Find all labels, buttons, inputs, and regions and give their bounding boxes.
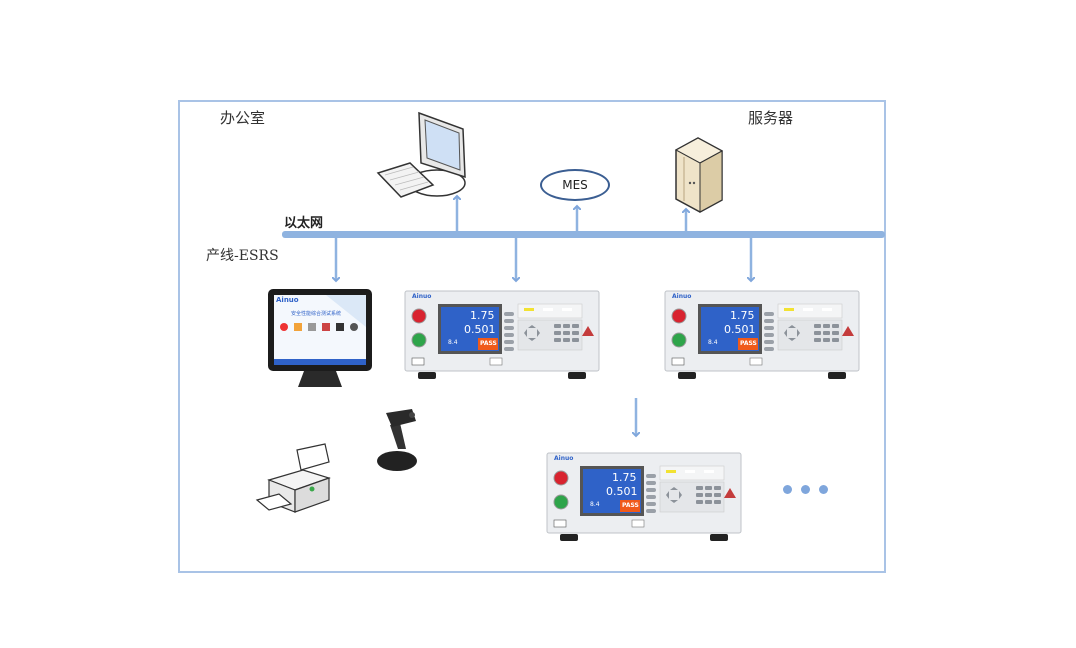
network-frame [178, 100, 886, 573]
terminal-screen-title: 安全性能综合测试系统 [291, 311, 342, 317]
tester-reading-1: 1.75 [470, 309, 495, 322]
mes-node: MES [540, 169, 610, 201]
tester-brand: Ainuo [672, 293, 692, 300]
production-line-label: 产线-ESRS [206, 248, 279, 264]
touch-terminal: Ainuo 安全性能综合测试系统 [266, 287, 374, 389]
desktop-computer-icon [376, 111, 466, 198]
tester-body [546, 452, 742, 541]
mes-label: MES [562, 178, 588, 192]
tester-status: PASS [740, 340, 757, 347]
tester-reading-2: 0.501 [464, 323, 496, 336]
tester-brand: Ainuo [412, 293, 432, 300]
server-label: 服务器 [748, 109, 794, 127]
tester-status: PASS [622, 502, 639, 509]
office-label: 办公室 [220, 109, 266, 127]
tester-reading-1: 1.75 [612, 471, 637, 484]
tester-brand: Ainuo [554, 455, 574, 462]
tester-body [664, 290, 860, 379]
tester-reading-3: 8.4 [708, 339, 718, 346]
terminal-brand: Ainuo [276, 296, 299, 304]
server-tower-icon [674, 137, 724, 213]
barcode-scanner-icon [377, 409, 417, 471]
tester-reading-2: 0.501 [724, 323, 756, 336]
tester-body [404, 290, 600, 379]
printer-icon [255, 443, 331, 513]
tester-reading-1: 1.75 [730, 309, 755, 322]
ethernet-bus [282, 231, 885, 238]
tester-reading-2: 0.501 [606, 485, 638, 498]
terminal-monitor-icon [268, 289, 372, 387]
more-devices-ellipsis [783, 485, 828, 494]
ethernet-label: 以太网 [284, 216, 324, 231]
tester-reading-3: 8.4 [590, 501, 600, 508]
tester-reading-3: 8.4 [448, 339, 458, 346]
tester-status: PASS [480, 340, 497, 347]
